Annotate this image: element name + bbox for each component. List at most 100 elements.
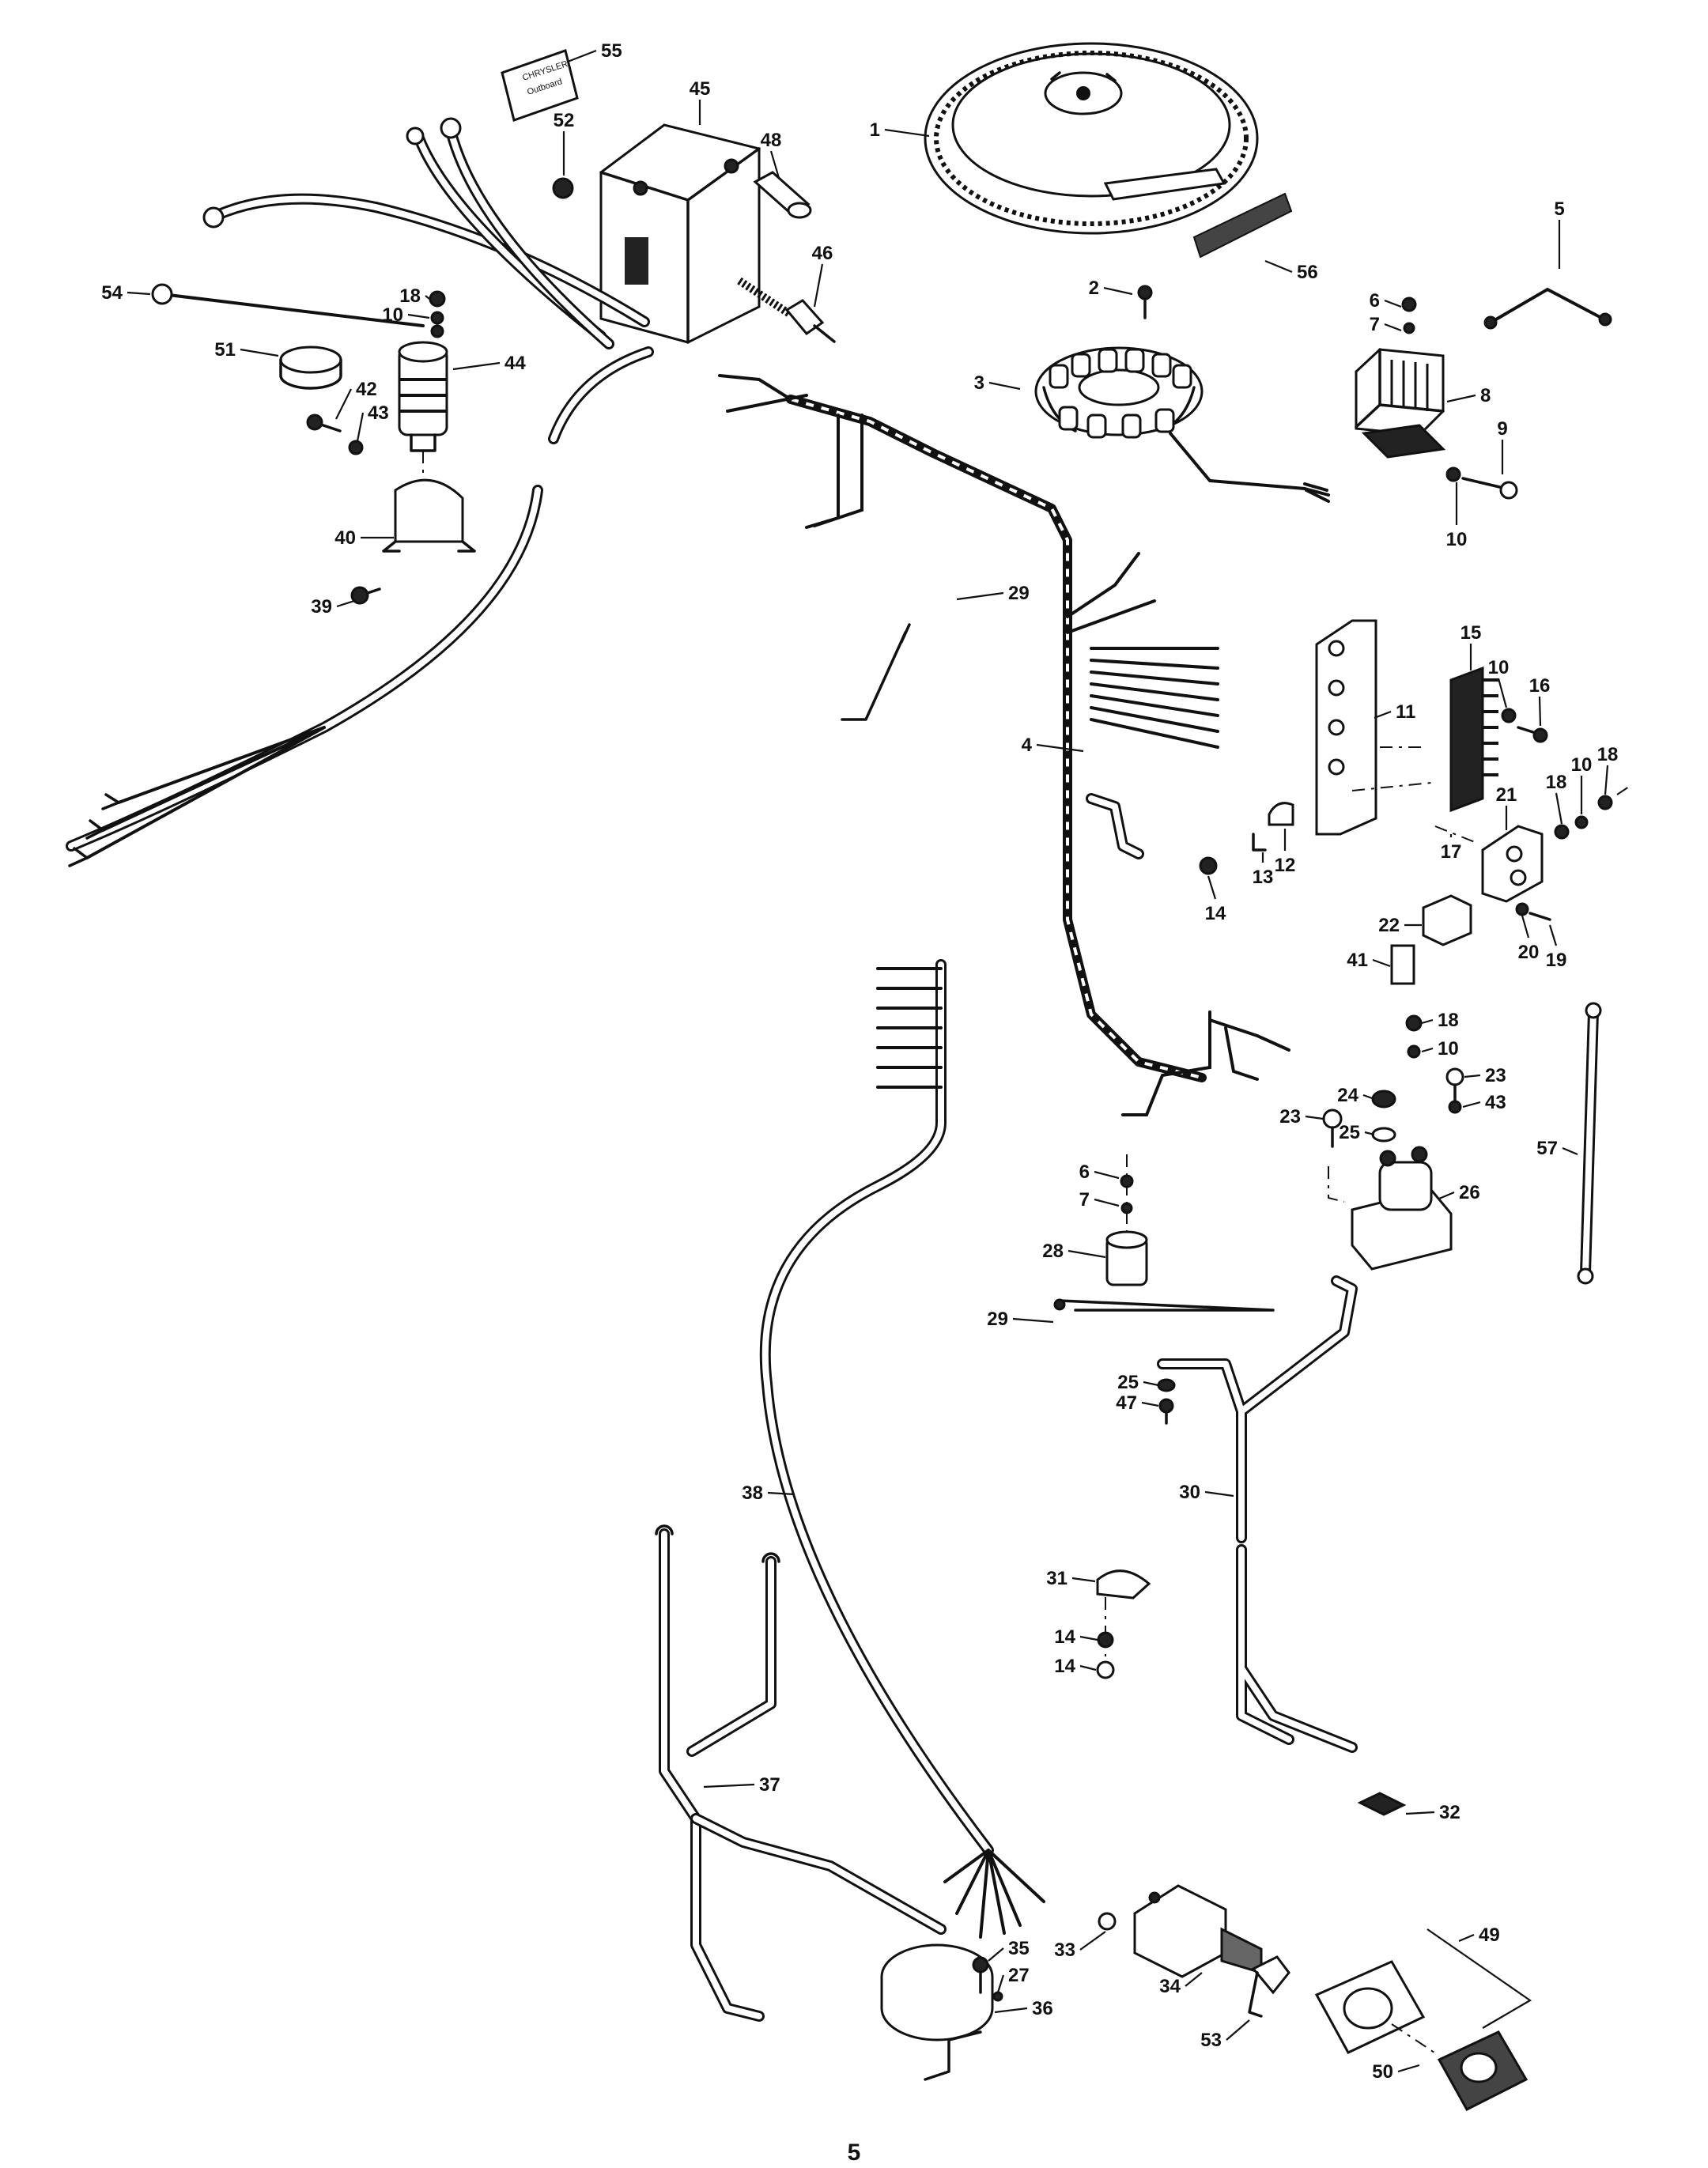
callout-label-28: 28 <box>1042 1241 1064 1262</box>
callout-leader-10e <box>407 313 430 319</box>
callout-leader-10d <box>1421 1047 1434 1053</box>
stator-screw <box>1137 285 1153 319</box>
choke-parts <box>1105 1154 1148 1286</box>
callout-label-50: 50 <box>1372 2061 1393 2083</box>
callout-leader-57 <box>1562 1146 1578 1156</box>
callout-label-41: 41 <box>1347 950 1368 971</box>
rectifier-screw <box>1461 477 1518 500</box>
callout-label-38: 38 <box>742 1482 763 1504</box>
callout-label-25b: 25 <box>1117 1372 1139 1393</box>
ignition-switch <box>1098 1884 1263 1978</box>
callout-label-10d: 10 <box>1438 1038 1459 1059</box>
callout-leader-51 <box>240 348 279 357</box>
callout-leader-50 <box>1397 2064 1420 2073</box>
callout-label-22: 22 <box>1378 915 1400 936</box>
callout-leader-49 <box>1458 1933 1475 1943</box>
coil-retainer-ring <box>279 346 342 390</box>
callout-leader-37 <box>703 1783 755 1788</box>
callout-label-49: 49 <box>1479 1924 1500 1946</box>
power-pack-cables <box>202 117 654 444</box>
bracket-nuts <box>1554 786 1630 840</box>
callout-leader-27 <box>996 1974 1005 1993</box>
terminal-centerline <box>1434 825 1476 843</box>
callout-leader-33 <box>1079 1931 1106 1951</box>
callout-leader-48 <box>769 150 780 179</box>
callout-leader-29a <box>956 591 1004 601</box>
callout-leader-55 <box>567 49 597 63</box>
spacer <box>753 171 812 219</box>
rectifier <box>1355 348 1446 459</box>
callout-label-14b: 14 <box>1054 1626 1075 1648</box>
callout-label-13: 13 <box>1253 867 1274 888</box>
callout-leader-32 <box>1405 1811 1435 1815</box>
callout-leader-43a <box>356 412 365 442</box>
switch-bezel <box>1391 2023 1529 2111</box>
callout-leader-3 <box>988 381 1021 391</box>
callout-label-37: 37 <box>759 1774 780 1796</box>
switch-mounting-plate <box>1314 1928 1532 2054</box>
callout-leader-56 <box>1264 259 1293 274</box>
key-switch-harness <box>655 1524 947 2022</box>
callout-leader-10b <box>1497 678 1508 708</box>
callout-label-10a: 10 <box>1446 529 1468 550</box>
callout-leader-28 <box>1068 1249 1106 1259</box>
callout-label-51: 51 <box>214 339 236 361</box>
callout-label-46: 46 <box>812 243 833 264</box>
callout-label-43a: 43 <box>368 402 389 424</box>
callout-label-5: 5 <box>1554 198 1564 220</box>
callout-label-47: 47 <box>1116 1392 1137 1414</box>
callout-leader-46 <box>813 263 824 308</box>
callout-label-14c: 14 <box>1054 1656 1075 1677</box>
callout-label-15: 15 <box>1460 622 1482 644</box>
terminal-block <box>1449 666 1498 813</box>
callout-leader-44 <box>452 361 501 371</box>
callout-leader-43b <box>1462 1101 1481 1109</box>
callout-label-35: 35 <box>1008 1938 1030 1959</box>
callout-label-7b: 7 <box>1079 1189 1090 1211</box>
cable-clamp <box>1096 1569 1151 1600</box>
callout-label-9: 9 <box>1497 418 1507 440</box>
clamp-fasteners <box>1096 1597 1115 1679</box>
callout-leader-53 <box>1226 2019 1250 2041</box>
callout-label-17: 17 <box>1441 841 1462 863</box>
callout-leader-14a <box>1207 875 1217 900</box>
callout-leader-14c <box>1079 1664 1097 1671</box>
terminal-washer <box>1501 708 1517 723</box>
callout-label-23b: 23 <box>1279 1106 1301 1127</box>
callout-label-30: 30 <box>1179 1482 1200 1503</box>
callout-label-48: 48 <box>761 130 782 151</box>
battery-cable <box>1577 1002 1602 1285</box>
callout-leader-1 <box>884 128 930 138</box>
callout-label-24: 24 <box>1337 1085 1358 1106</box>
callout-leader-38 <box>767 1491 795 1496</box>
wire-connector <box>1357 1792 1407 1816</box>
solenoid-nuts <box>1405 1014 1423 1059</box>
callout-label-19: 19 <box>1546 950 1567 971</box>
callout-leader-7b <box>1094 1198 1120 1207</box>
callout-leader-14b <box>1079 1635 1098 1641</box>
callout-label-20: 20 <box>1518 942 1540 963</box>
callout-label-39: 39 <box>311 596 332 618</box>
clip-nut <box>1199 856 1218 875</box>
callout-label-18a: 18 <box>399 285 421 307</box>
coil-bracket <box>382 478 476 553</box>
warning-horn <box>880 1943 1003 2081</box>
callout-label-6a: 6 <box>1370 290 1380 312</box>
callout-label-55: 55 <box>601 40 622 62</box>
callout-leader-6a <box>1384 299 1402 308</box>
callout-label-1: 1 <box>870 119 880 141</box>
callout-leader-25a <box>1364 1131 1375 1136</box>
callout-leader-25b <box>1143 1380 1159 1387</box>
callout-leader-23a <box>1464 1074 1481 1078</box>
solenoid-grommet <box>1371 1090 1396 1143</box>
remote-control-cable <box>759 959 1045 1939</box>
callout-leader-31 <box>1071 1577 1096 1583</box>
spark-plug-leads <box>66 485 543 867</box>
callout-label-18b: 18 <box>1546 772 1567 793</box>
stator <box>1034 346 1330 503</box>
callout-label-12: 12 <box>1275 855 1296 876</box>
callout-label-40: 40 <box>334 527 356 549</box>
callout-leader-20 <box>1521 915 1530 939</box>
callout-leader-18b <box>1555 792 1563 825</box>
callout-label-23a: 23 <box>1485 1065 1506 1086</box>
